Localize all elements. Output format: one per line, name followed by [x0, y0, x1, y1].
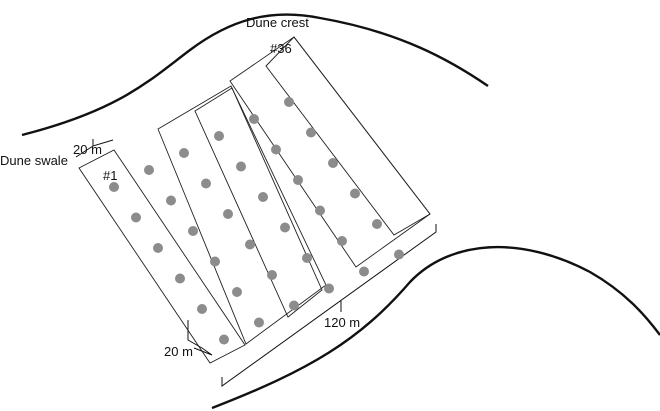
plot-marker: [109, 182, 119, 192]
plot-marker: [166, 195, 176, 206]
plot-marker: [350, 188, 360, 199]
plot-marker: [179, 148, 189, 158]
plot-marker: [280, 222, 290, 233]
plot-marker: [293, 175, 303, 185]
plot-marker: [249, 114, 259, 124]
dune-crest-line: [21, 13, 489, 137]
plot-marker: [271, 144, 281, 155]
plot-marker: [197, 304, 207, 314]
plot-marker: [324, 283, 334, 294]
plot-marker: [245, 239, 255, 250]
plot-markers: [109, 97, 404, 345]
transect-strip: [265, 36, 431, 236]
plot-marker: [337, 236, 347, 246]
bracket-width-top: [75, 139, 114, 158]
plot-marker: [219, 334, 229, 345]
plot-marker: [372, 219, 382, 229]
plot-marker: [210, 256, 220, 267]
plot-marker: [306, 127, 316, 138]
dune-swale-line: [211, 245, 660, 410]
plot-marker: [267, 270, 277, 280]
dune-swale-label: Dune swale: [0, 153, 68, 168]
bracket-length: [221, 224, 437, 387]
bracket-width-bottom: [187, 320, 213, 356]
plot-marker: [394, 249, 404, 260]
plot-marker: [223, 209, 233, 219]
plot-marker: [201, 178, 211, 189]
plot-marker: [258, 192, 268, 202]
plot-marker: [144, 165, 154, 175]
plot-marker: [214, 131, 224, 141]
transect-strip: [78, 149, 246, 364]
plot-marker: [254, 317, 264, 328]
plot-marker: [302, 253, 312, 263]
plot-marker: [315, 205, 325, 216]
plot-marker: [131, 212, 141, 223]
width-label-top: 20 m: [73, 142, 102, 157]
plot-marker: [284, 97, 294, 107]
plot-marker: [289, 300, 299, 311]
plot-marker: [153, 243, 163, 253]
plot-marker: [328, 158, 338, 168]
plot-marker: [175, 273, 185, 284]
plot-marker: [236, 161, 246, 172]
dimension-brackets: [75, 139, 437, 387]
dune-crest-label: Dune crest: [246, 15, 309, 30]
plot-label-last: #36: [270, 41, 292, 56]
plot-marker: [188, 226, 198, 236]
transect-strip: [194, 87, 323, 318]
plot-marker: [359, 266, 369, 277]
plot-label-first: #1: [103, 168, 117, 183]
transect-strip: [229, 36, 431, 268]
length-label: 120 m: [324, 315, 360, 330]
plot-marker: [232, 287, 242, 297]
width-label-bottom: 20 m: [164, 344, 193, 359]
